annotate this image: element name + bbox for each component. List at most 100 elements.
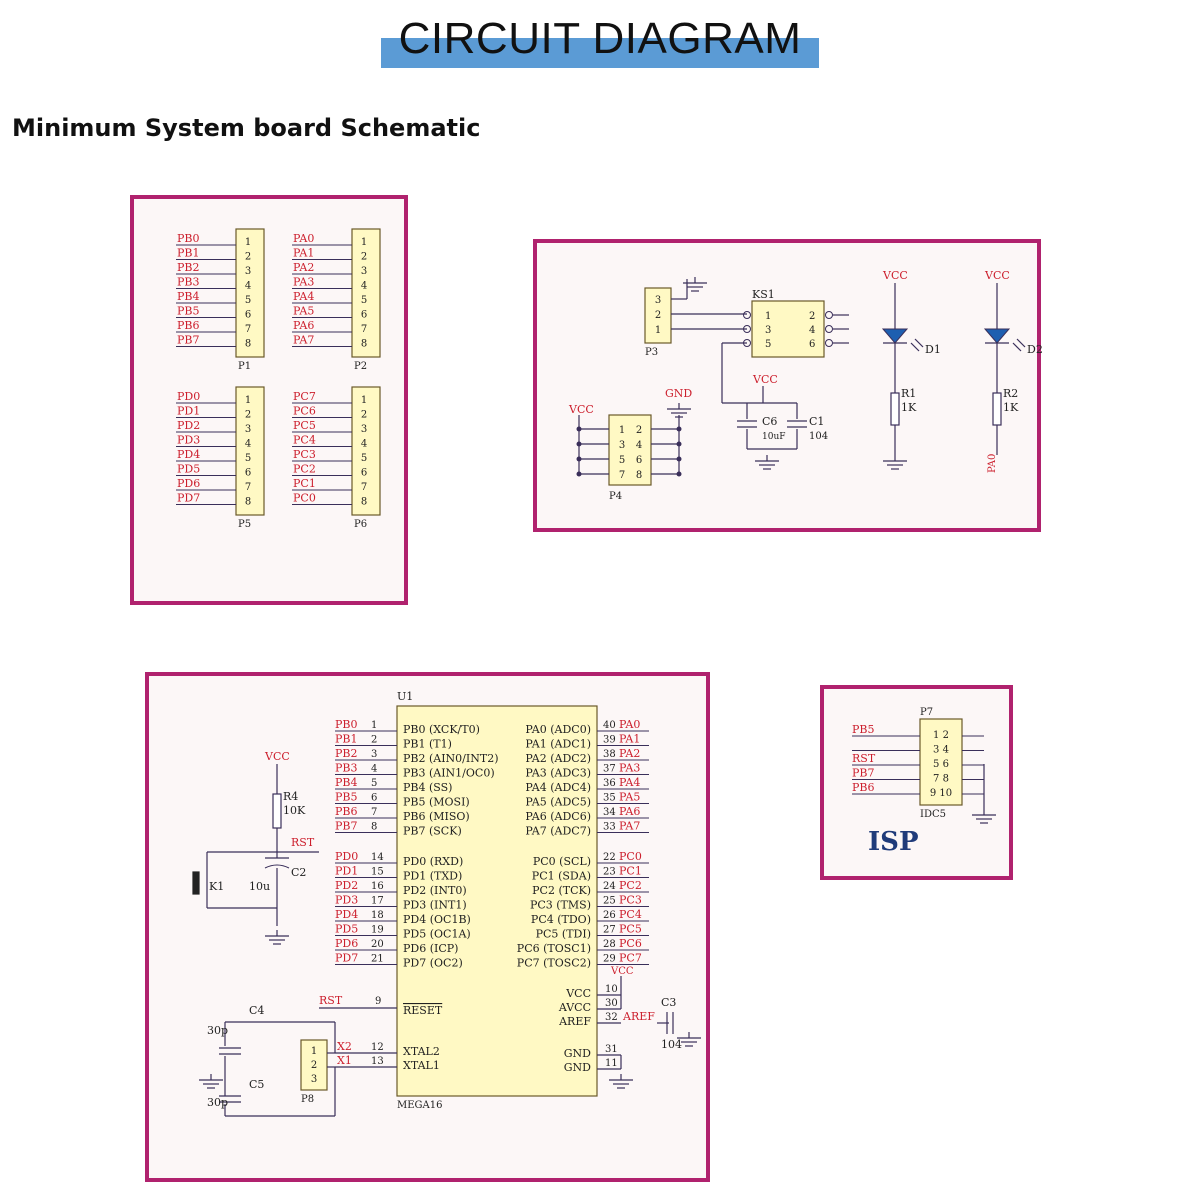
net-label-PD7: PD7 xyxy=(177,492,200,505)
mcu-pin-number: 37 xyxy=(603,764,616,775)
net-label-isp-RST: RST xyxy=(852,752,876,765)
net-label-PC0: PC0 xyxy=(619,850,642,863)
mcu-pin-number: 22 xyxy=(603,852,616,863)
net-label-PA5: PA5 xyxy=(293,305,314,318)
ks1-pin-number: 5 xyxy=(765,339,771,350)
header-P2-pin-number: 1 xyxy=(361,237,367,248)
net-label-PB5: PB5 xyxy=(335,791,357,804)
net-label-RST: RST xyxy=(319,994,343,1007)
vcc-label: VCC xyxy=(984,269,1010,282)
net-label-PD3: PD3 xyxy=(335,894,358,907)
header-P5-pin-number: 2 xyxy=(245,410,251,421)
ks1-pin-number: 6 xyxy=(809,339,815,350)
c4-value: 30p xyxy=(207,1024,228,1037)
net-label-PC1: PC1 xyxy=(619,865,642,878)
mcu-pin-function: PB4 (SS) xyxy=(403,781,452,794)
led-ref-D2: D2 xyxy=(1027,343,1043,356)
header-P2-ref: P2 xyxy=(354,361,367,372)
ks1-pin-number: 3 xyxy=(765,325,771,336)
net-label-PC3: PC3 xyxy=(293,448,316,461)
header-P5-body xyxy=(235,386,265,516)
header-P2-pin-number: 4 xyxy=(361,281,367,292)
net-label-PC0: PC0 xyxy=(293,492,316,505)
isp-connector-body xyxy=(919,718,963,806)
net-label-PD5: PD5 xyxy=(335,923,358,936)
isp-pin-numbers: 7 8 xyxy=(933,774,949,785)
mcu-pin-function: PA0 (ADC0) xyxy=(525,723,591,736)
mcu-pin-number: 27 xyxy=(603,925,616,936)
header-P2-pin-number: 2 xyxy=(361,252,367,263)
header-P6-pin-number: 6 xyxy=(361,468,367,479)
mcu-pin-function: PB2 (AIN0/INT2) xyxy=(403,752,499,765)
ks1-pin-number: 4 xyxy=(809,325,815,336)
header-P5-pin-number: 3 xyxy=(245,424,251,435)
mcu-xtal-pin-function: XTAL1 xyxy=(403,1059,440,1072)
net-label-PB4: PB4 xyxy=(177,290,199,303)
p4-pin-number: 1 xyxy=(619,425,625,436)
p3-ref: P3 xyxy=(645,347,658,358)
k1-ref: K1 xyxy=(209,880,224,893)
schematic-subtitle: Minimum System board Schematic xyxy=(12,114,481,142)
resistor-R4 xyxy=(272,793,282,829)
resistor-R1-value: 1K xyxy=(901,401,917,414)
isp-pin-numbers: 9 10 xyxy=(930,788,952,799)
p8-pin-number: 3 xyxy=(311,1074,317,1085)
header-P1-pin-number: 3 xyxy=(245,266,251,277)
mcu-pin-function: PA7 (ADC7) xyxy=(525,825,591,838)
p4-body xyxy=(608,414,652,486)
header-P6-pin-number: 2 xyxy=(361,410,367,421)
net-label-PD6: PD6 xyxy=(335,937,358,950)
net-label-PD5: PD5 xyxy=(177,463,200,476)
c2-ref: C2 xyxy=(291,866,306,879)
net-label-PA5: PA5 xyxy=(619,791,640,804)
led-diode-symbol xyxy=(881,328,909,344)
c5-ref: C5 xyxy=(249,1078,264,1091)
ks1-body xyxy=(751,300,825,358)
mcu-pin-number: 3 xyxy=(371,749,377,760)
net-label-PA7: PA7 xyxy=(293,334,314,347)
c1-ref: C1 xyxy=(809,415,824,428)
mcu-pin-number: 13 xyxy=(371,1056,384,1067)
net-label-AREF: AREF xyxy=(622,1010,655,1023)
mcu-pin-number: 40 xyxy=(603,720,616,731)
net-label-PB0: PB0 xyxy=(335,718,357,731)
net-label-PD0: PD0 xyxy=(177,390,200,403)
mcu-power-pin-function: AVCC xyxy=(558,1001,591,1014)
led-light-arrow xyxy=(1016,338,1026,348)
p4-pin-number: 7 xyxy=(619,470,625,481)
mcu-pin-function: PD4 (OC1B) xyxy=(403,913,471,926)
net-label-PD4: PD4 xyxy=(335,908,358,921)
net-label-PB7: PB7 xyxy=(335,820,357,833)
mcu-pin-number: 12 xyxy=(371,1042,384,1053)
p3-body xyxy=(644,287,672,344)
p4-pin-number: 4 xyxy=(636,440,642,451)
resistor-R1-ref: R1 xyxy=(901,387,916,400)
p4-pin-number: 2 xyxy=(636,425,642,436)
net-label-PA6: PA6 xyxy=(293,319,314,332)
isp-connector-ref: P7 xyxy=(920,707,933,718)
mcu-pin-function: PC1 (SDA) xyxy=(532,870,591,883)
net-label-isp-PB6: PB6 xyxy=(852,781,874,794)
title-banner-bar xyxy=(381,38,819,68)
header-P5-pin-number: 6 xyxy=(245,468,251,479)
page-title: CIRCUIT DIAGRAM xyxy=(398,14,802,63)
mcu-pin-function: PB3 (AIN1/OC0) xyxy=(403,767,495,780)
net-label-PB2: PB2 xyxy=(335,747,357,760)
header-P2-pin-number: 8 xyxy=(361,339,367,350)
mcu-pin-function: PA4 (ADC4) xyxy=(525,781,591,794)
mcu-pin-number: 6 xyxy=(371,793,377,804)
mcu-pin-function: PC7 (TOSC2) xyxy=(517,957,591,970)
mcu-pin-number: 11 xyxy=(605,1058,618,1069)
net-label-PC7: PC7 xyxy=(619,952,642,965)
c6-value: 10uF xyxy=(762,432,786,442)
mcu-pin-number: 39 xyxy=(603,735,616,746)
net-label-PB2: PB2 xyxy=(177,261,199,274)
mcu-power-pin-function: GND xyxy=(564,1061,591,1074)
ks1-pin-pad xyxy=(825,311,833,319)
net-label-PB3: PB3 xyxy=(335,762,357,775)
vcc-label: VCC xyxy=(882,269,908,282)
